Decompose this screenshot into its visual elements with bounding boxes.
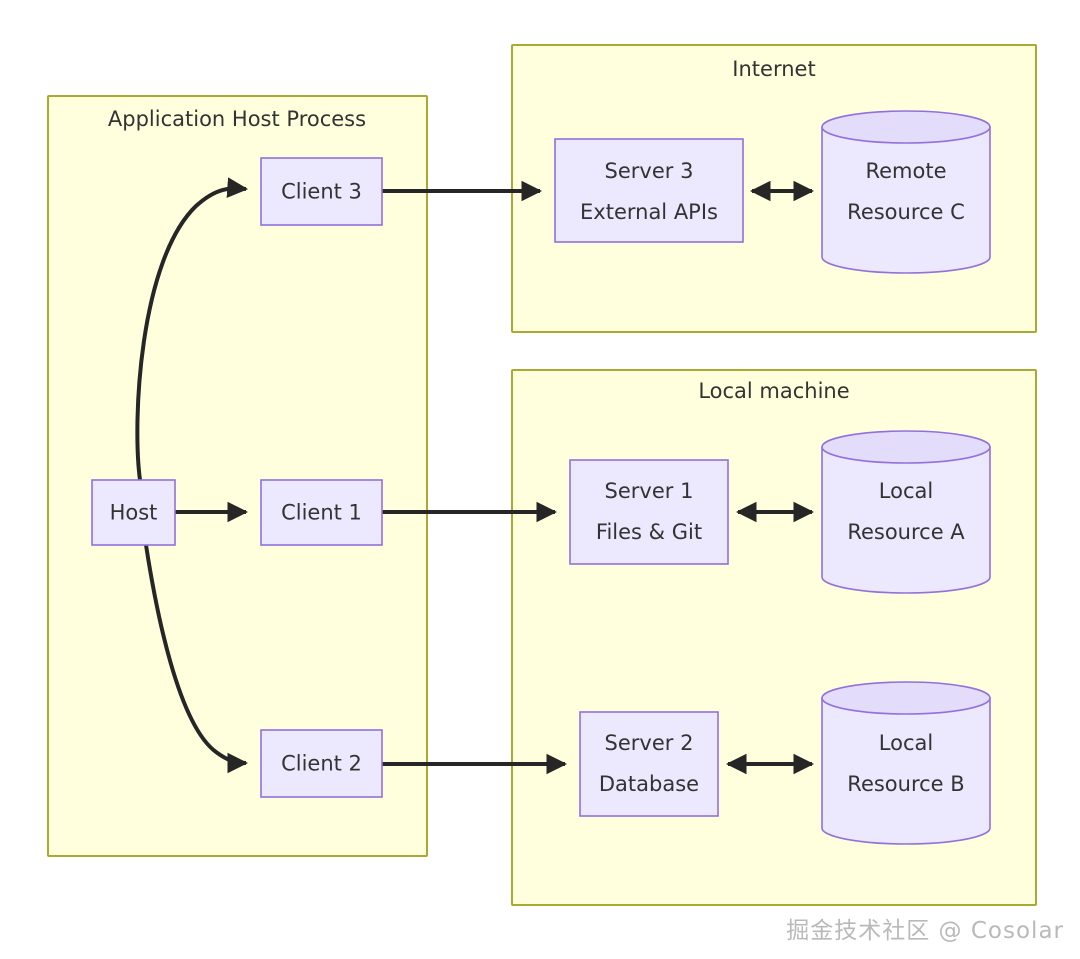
node-server-3-rect[interactable] xyxy=(554,138,744,243)
node-server-3-label-line2: External APIs xyxy=(580,200,718,224)
node-server-1-label-line2: Files & Git xyxy=(596,520,702,544)
node-client-2-rect[interactable] xyxy=(260,729,383,798)
node-remote-resource-c[interactable]: Remote Resource C xyxy=(821,110,991,274)
node-server-2-label-line1: Server 2 xyxy=(605,731,694,755)
node-server-2-rect[interactable] xyxy=(579,711,719,817)
watermark-text: 掘金技术社区 @ Cosolar xyxy=(786,918,1064,944)
node-host-rect[interactable] xyxy=(91,479,176,546)
edge-host-to-client-3 xyxy=(135,177,249,481)
node-client-3-rect[interactable] xyxy=(260,157,383,226)
node-host[interactable]: Host xyxy=(91,479,176,546)
node-remote-resource-c-body[interactable] xyxy=(821,126,991,274)
node-server-1-rect[interactable] xyxy=(569,459,729,565)
node-client-1-rect[interactable] xyxy=(260,479,383,546)
node-remote-resource-c-label-line1: Remote xyxy=(865,159,946,183)
node-local-resource-b[interactable]: Local Resource B xyxy=(821,681,991,845)
node-local-resource-b-body[interactable] xyxy=(821,697,991,845)
cluster-application-host-process: Application Host Process xyxy=(47,95,428,857)
node-server-3-label-line1: Server 3 xyxy=(605,159,694,183)
node-client-2-label: Client 2 xyxy=(281,752,362,776)
node-local-resource-b-top xyxy=(821,681,991,715)
node-server-1-label-line1: Server 1 xyxy=(605,479,694,503)
cluster-internet-label: Internet xyxy=(732,57,815,81)
node-local-resource-a-body[interactable] xyxy=(821,446,991,594)
cluster-app-host-label: Application Host Process xyxy=(108,107,366,131)
node-host-label: Host xyxy=(110,501,158,525)
edges-layer xyxy=(135,177,815,775)
node-client-3-label: Client 3 xyxy=(281,180,362,204)
node-client-1[interactable]: Client 1 xyxy=(260,479,383,546)
node-remote-resource-c-label-line2: Resource C xyxy=(847,200,965,224)
cluster-local-machine-label: Local machine xyxy=(698,379,849,403)
node-local-resource-a-label-line2: Resource A xyxy=(847,520,965,544)
cluster-app-host-rect xyxy=(47,95,428,857)
node-local-resource-a-label-line1: Local xyxy=(879,479,933,503)
node-local-resource-b-label-line1: Local xyxy=(879,731,933,755)
node-local-resource-a-top xyxy=(821,430,991,464)
node-client-3[interactable]: Client 3 xyxy=(260,157,383,226)
node-remote-resource-c-top xyxy=(821,110,991,144)
node-server-2[interactable]: Server 2 Database xyxy=(579,711,719,817)
edge-host-to-client-2 xyxy=(144,544,249,774)
node-client-1-label: Client 1 xyxy=(281,501,362,525)
node-server-1[interactable]: Server 1 Files & Git xyxy=(569,459,729,565)
node-server-3[interactable]: Server 3 External APIs xyxy=(554,138,744,243)
node-local-resource-b-label-line2: Resource B xyxy=(847,772,964,796)
node-local-resource-a[interactable]: Local Resource A xyxy=(821,430,991,594)
node-server-2-label-line2: Database xyxy=(599,772,699,796)
node-client-2[interactable]: Client 2 xyxy=(260,729,383,798)
